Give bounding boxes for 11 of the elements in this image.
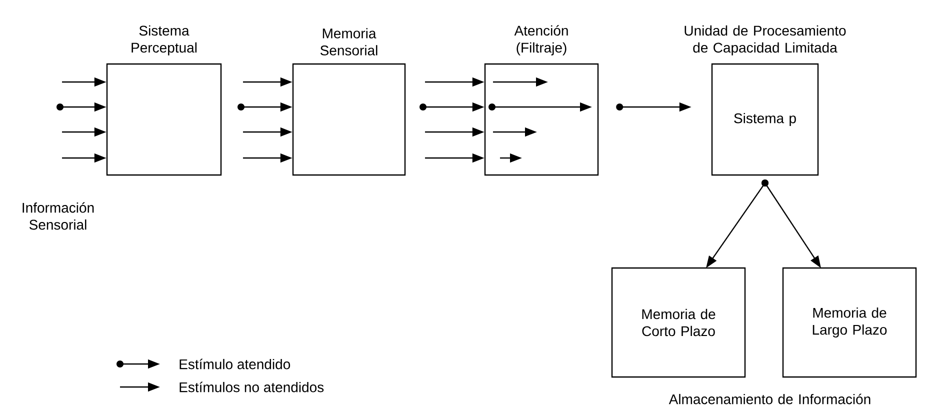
box-heading: Atención (Filtraje) (514, 25, 568, 56)
caption-text: Almacenamiento de Información (668, 394, 870, 404)
process-box: Memoria de Corto Plazo (611, 267, 746, 378)
box-heading: Unidad de Procesamiento de Capacidad Limitada (684, 25, 846, 56)
process-box: Memoria de Largo Plazo (782, 267, 917, 378)
legend-text: Estímulo atendido (180, 358, 290, 370)
box-heading: Sistema Perceptual (132, 25, 197, 56)
legend-text: Estímulos no atendidos (180, 382, 324, 392)
caption-text: Información Sensorial (22, 202, 94, 230)
process-box: Sistema p (711, 63, 819, 176)
box-heading: Memoria Sensorial (320, 28, 378, 56)
